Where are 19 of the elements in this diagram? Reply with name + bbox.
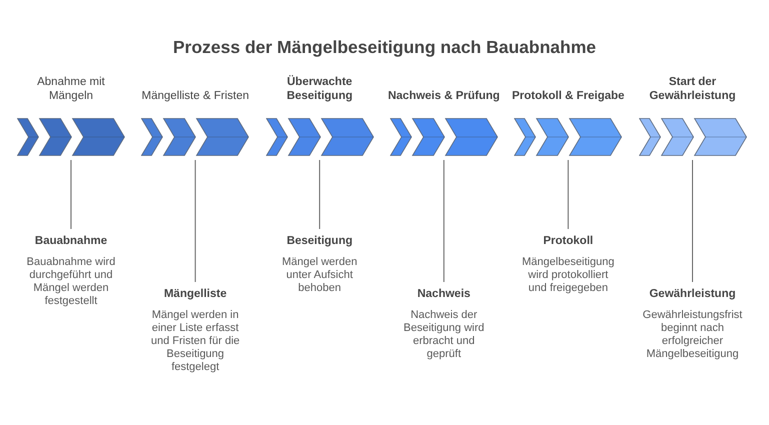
step-description: Gewährleistungsfrist beginnt nach erfolgreicher Mängelbeseitigung (642, 309, 744, 361)
diagram-title: Prozess der Mängelbeseitigung nach Bauabnahme (172, 37, 598, 58)
stage-heading: Überwachte Beseitigung (286, 76, 354, 103)
step-description: Mängel werden in einer Liste erfasst und Fristen für die Beseitigung festgelegt (150, 309, 241, 374)
step-title: Beseitigung (286, 234, 354, 248)
step-description: Nachweis der Beseitigung wird erbracht und geprüft (402, 309, 486, 361)
stage-heading: Start der Gewährleistung (648, 76, 737, 103)
step-title: Bauabnahme (34, 234, 108, 248)
stage-heading: Nachweis & Prüfung (388, 90, 500, 103)
step-title: Nachweis (416, 287, 472, 301)
step-title: Protokoll (542, 234, 594, 248)
stage-heading: Mängelliste & Fristen (142, 90, 249, 103)
stage-heading: Abnahme mit Mängeln (36, 76, 106, 103)
step-title: Gewährleistung (648, 287, 737, 301)
step-description: Mängelbeseitigung wird protokolliert und freigegeben (521, 256, 616, 295)
step-title: Mängelliste (162, 287, 228, 301)
stage-heading: Protokoll & Freigabe (512, 90, 624, 103)
step-description: Bauabnahme wird durchgeführt und Mängel werden festgestellt (26, 256, 116, 308)
step-description: Mängel werden unter Aufsicht behoben (280, 256, 358, 295)
